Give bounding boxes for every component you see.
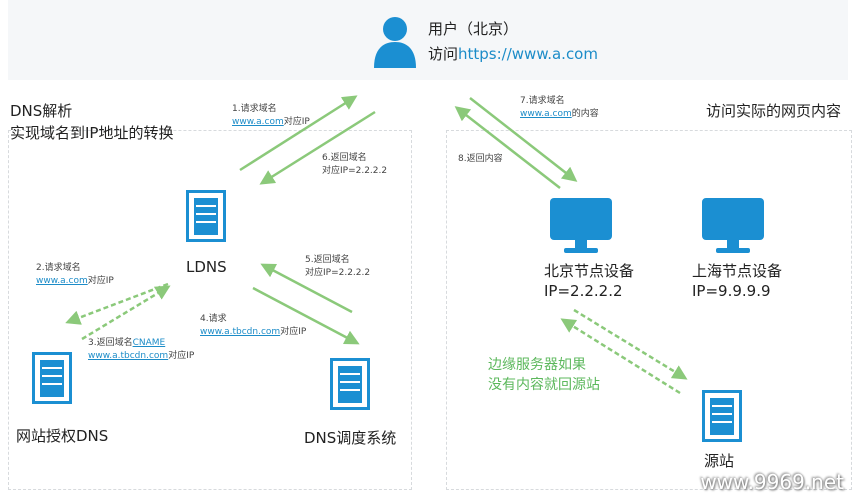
arrow-7-request	[469, 97, 578, 182]
user-visit: 访问https://www.a.com	[428, 45, 598, 63]
arrow-edge-to-origin	[573, 308, 688, 380]
edge-note-line2: 没有内容就回源站	[488, 377, 600, 393]
top-banner	[8, 0, 848, 80]
step1-link[interactable]: www.a.com	[232, 117, 284, 127]
beijing-node-ip: IP=2.2.2.2	[544, 282, 623, 300]
step2-suffix: 对应IP	[87, 276, 114, 286]
arrow-origin-to-edge	[560, 318, 681, 395]
step5-detail: 对应IP=2.2.2.2	[305, 268, 371, 278]
step6-label: 6.返回域名	[322, 153, 367, 163]
step2-link[interactable]: www.a.com	[36, 276, 88, 286]
left-title-line1: DNS解析	[10, 102, 73, 120]
watermark: www.9969.net	[700, 470, 844, 494]
origin-server-icon	[702, 390, 742, 442]
arrow-1-request	[239, 95, 358, 172]
step4-label: 4.请求	[200, 314, 227, 324]
step3-cname[interactable]: CNAME	[132, 338, 166, 348]
step2-detail: www.a.com对应IP	[36, 276, 114, 287]
step1-label: 1.请求域名	[232, 104, 277, 114]
beijing-monitor-icon	[550, 198, 612, 253]
arrow-8-return	[454, 106, 561, 189]
edge-note-line1: 边缘服务器如果	[488, 357, 586, 373]
dns-schedule-label: DNS调度系统	[304, 429, 397, 447]
shanghai-monitor-icon	[702, 198, 764, 253]
right-title: 访问实际的网页内容	[706, 102, 842, 120]
step3-suffix: 对应IP	[168, 351, 195, 361]
step3-prefix: 3.返回域名	[88, 338, 133, 348]
ldns-server-icon	[186, 190, 226, 242]
arrow-2-request	[65, 282, 169, 325]
auth-dns-server-icon	[32, 352, 72, 404]
step7-detail: www.a.com的内容	[520, 109, 599, 120]
step1-suffix: 对应IP	[283, 117, 310, 127]
user-label: 用户（北京）	[428, 20, 519, 38]
step1-detail: www.a.com对应IP	[232, 117, 310, 128]
beijing-node-label: 北京节点设备	[544, 262, 635, 280]
arrow-6-return	[259, 110, 376, 185]
step6-detail: 对应IP=2.2.2.2	[322, 166, 388, 176]
dns-resolution-zone	[8, 130, 412, 490]
user-icon	[374, 17, 416, 68]
shanghai-node-ip: IP=9.9.9.9	[692, 282, 771, 300]
shanghai-node-label: 上海节点设备	[692, 262, 783, 280]
step7-suffix: 的内容	[571, 109, 599, 119]
dns-schedule-server-icon	[330, 358, 370, 410]
arrow-4-request	[252, 286, 360, 345]
left-title-line2: 实现域名到IP地址的转换	[10, 124, 174, 142]
visit-prefix: 访问	[428, 45, 459, 63]
auth-dns-label: 网站授权DNS	[16, 427, 109, 445]
arrow-5-return	[260, 263, 353, 314]
step7-label: 7.请求域名	[520, 96, 565, 106]
ldns-label: LDNS	[186, 258, 227, 276]
step4-suffix: 对应IP	[280, 327, 307, 337]
step4-link[interactable]: www.a.tbcdn.com	[200, 327, 281, 337]
origin-label: 源站	[704, 452, 735, 470]
step4-detail: www.a.tbcdn.com对应IP	[200, 327, 306, 338]
visit-url: https://www.a.com	[458, 45, 598, 63]
step8-label: 8.返回内容	[458, 154, 503, 164]
step5-label: 5.返回域名	[305, 255, 350, 265]
step2-label: 2.请求域名	[36, 263, 81, 273]
step3-link[interactable]: www.a.tbcdn.com	[88, 351, 169, 361]
step7-link[interactable]: www.a.com	[520, 109, 572, 119]
arrow-3-return	[81, 285, 171, 341]
step3-detail: www.a.tbcdn.com对应IP	[88, 351, 194, 362]
step3-label: 3.返回域名CNAME	[88, 338, 165, 349]
